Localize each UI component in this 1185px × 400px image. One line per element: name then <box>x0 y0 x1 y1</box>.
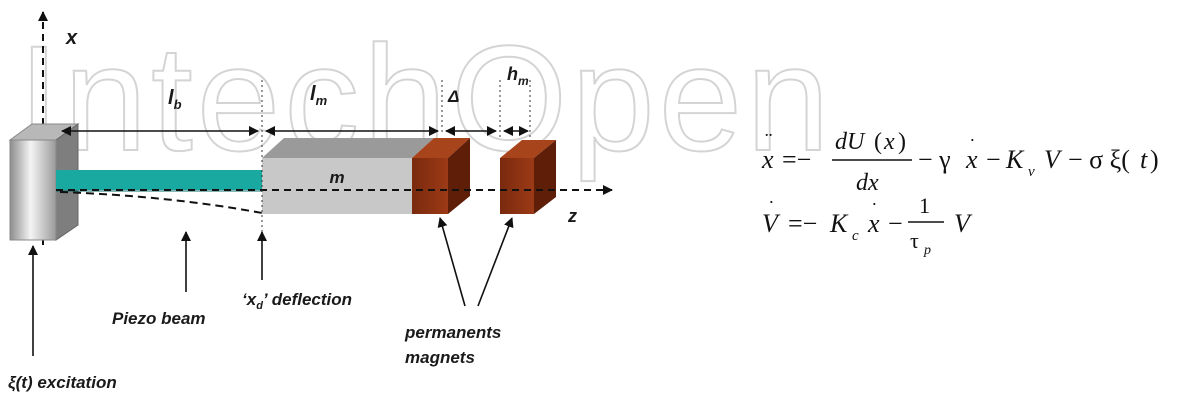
svg-text:dx: dx <box>856 170 879 196</box>
svg-text:−: − <box>986 145 1001 174</box>
svg-text:v: v <box>1028 164 1035 180</box>
magnet-arrow-2 <box>477 217 514 307</box>
svg-text:(: ( <box>874 129 882 155</box>
dim-lm-label: lm <box>310 83 328 108</box>
svg-text:˙: ˙ <box>871 199 878 221</box>
svg-text:τ: τ <box>910 228 919 253</box>
svg-text:x: x <box>867 209 880 238</box>
svg-text:p: p <box>923 243 931 258</box>
reference-lines <box>261 80 531 265</box>
magnets-label-line1: permanents <box>404 323 501 342</box>
piezo-beam <box>56 170 262 192</box>
svg-text:1: 1 <box>919 193 930 218</box>
svg-text:− σ ξ(: − σ ξ( <box>1068 145 1130 174</box>
svg-text:˙: ˙ <box>969 135 976 157</box>
svg-text:x: x <box>761 145 774 174</box>
equation-1: x ¨ =− dU ( x ) dx − γ x ˙ − K v V − σ ξ… <box>761 128 1159 196</box>
svg-text:V: V <box>762 209 781 238</box>
dim-hm-label: hm <box>507 64 529 88</box>
deflection-curve <box>59 191 263 214</box>
svg-text:− γ: − γ <box>918 145 951 174</box>
svg-text:˙: ˙ <box>768 197 775 219</box>
magnets-label-line2: magnets <box>405 348 475 367</box>
dim-delta-label: Δ <box>447 87 459 106</box>
svg-text:=−: =− <box>782 145 811 174</box>
svg-text:V: V <box>1044 145 1063 174</box>
magnet-moving <box>412 138 470 214</box>
magnet-arrow-1 <box>437 217 466 307</box>
magnet-fixed <box>500 140 556 214</box>
tip-mass: m <box>262 138 434 214</box>
svg-text:): ) <box>898 129 906 155</box>
svg-text:K: K <box>829 209 849 238</box>
x-axis-label: x <box>65 27 78 49</box>
svg-text:dU: dU <box>835 129 866 155</box>
svg-text:c: c <box>852 228 859 244</box>
svg-text:−: − <box>888 209 903 238</box>
equation-2: V ˙ =− K c x ˙ − 1 τ p V <box>762 193 973 258</box>
dim-lb-label: lb <box>168 87 182 112</box>
z-axis-label: z <box>567 206 577 226</box>
svg-text:¨: ¨ <box>765 128 772 153</box>
piezo-beam-label: Piezo beam <box>112 309 206 328</box>
svg-text:x: x <box>883 129 895 155</box>
mass-label: m <box>329 168 344 187</box>
svg-text:V: V <box>954 209 973 238</box>
deflection-label: ‘xd’ deflection <box>242 290 352 312</box>
svg-text:K: K <box>1005 145 1025 174</box>
svg-text:x: x <box>965 145 978 174</box>
svg-text:t: t <box>1140 145 1148 174</box>
excitation-label: ξ(t) excitation <box>8 373 117 392</box>
svg-text:=−: =− <box>788 209 817 238</box>
svg-text:): ) <box>1150 145 1159 174</box>
